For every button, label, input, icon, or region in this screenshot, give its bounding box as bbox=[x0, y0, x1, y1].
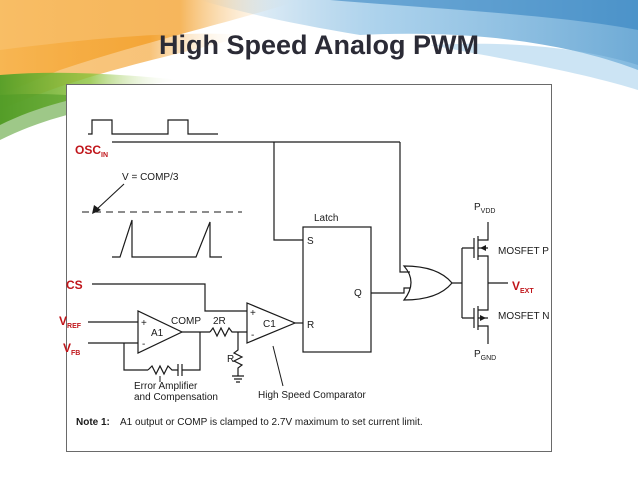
latch-q-pin: Q bbox=[354, 288, 362, 299]
pgnd-label: PGND bbox=[474, 349, 496, 362]
error-amplifier-a1 bbox=[137, 310, 184, 354]
a1-minus-pin: - bbox=[142, 339, 145, 350]
note-label: Note 1: bbox=[76, 417, 110, 428]
latch-title: Latch bbox=[314, 213, 338, 224]
or-output-wire bbox=[452, 248, 463, 318]
mosfet-p bbox=[462, 222, 489, 283]
current-sense-waveform bbox=[112, 219, 222, 258]
mosfet-n bbox=[462, 283, 489, 344]
or-gate bbox=[402, 265, 453, 301]
mosfet-p-arrow bbox=[480, 245, 486, 251]
error-amp-label-1: Error Amplifier bbox=[134, 381, 198, 392]
comp-label: COMP bbox=[171, 316, 201, 327]
pvdd-label: PVDD bbox=[474, 202, 495, 215]
osc-wire bbox=[112, 141, 410, 273]
a1-label: A1 bbox=[151, 328, 164, 339]
cs-wire bbox=[92, 283, 247, 312]
latch-r-pin: R bbox=[307, 320, 314, 331]
c1-minus-pin: - bbox=[251, 330, 254, 341]
v-comp-label: V = COMP/3 bbox=[122, 172, 179, 183]
error-amp-label-2: and Compensation bbox=[134, 392, 218, 403]
compensation-resistor bbox=[147, 332, 201, 376]
sr-latch bbox=[302, 226, 372, 353]
hs-comparator-label: High Speed Comparator bbox=[258, 390, 367, 401]
slide-title: High Speed Analog PWM bbox=[159, 30, 479, 60]
vfb-wire bbox=[88, 342, 148, 371]
r-label: R bbox=[227, 354, 234, 365]
comp3-arrowhead bbox=[92, 205, 101, 214]
mosfet-n-label: MOSFET N bbox=[498, 311, 549, 322]
comp3-pointer bbox=[95, 183, 125, 211]
c1-plus-pin: + bbox=[250, 308, 256, 319]
mosfet-p-label: MOSFET P bbox=[498, 246, 549, 257]
q-wire bbox=[371, 287, 410, 294]
resistor-r bbox=[232, 332, 244, 376]
osc-in-label: OSCIN bbox=[75, 143, 108, 159]
resistor-2r bbox=[209, 326, 247, 338]
diagram-frame bbox=[66, 84, 552, 452]
vfb-label: VFB bbox=[63, 341, 80, 357]
osc-waveform bbox=[88, 119, 218, 135]
high-speed-comparator-c1 bbox=[246, 302, 297, 344]
c1-label: C1 bbox=[263, 319, 276, 330]
note-text: A1 output or COMP is clamped to 2.7V max… bbox=[120, 417, 423, 428]
a1-plus-pin: + bbox=[141, 318, 147, 329]
latch-s-pin: S bbox=[307, 236, 314, 247]
vref-label: VREF bbox=[59, 314, 82, 330]
mosfet-n-arrow bbox=[480, 315, 486, 321]
hs-comparator-pointer bbox=[272, 345, 284, 387]
cs-label: CS bbox=[66, 278, 83, 292]
2r-label: 2R bbox=[213, 316, 226, 327]
vext-label: VEXT bbox=[512, 279, 534, 295]
ground-symbol bbox=[232, 375, 244, 383]
